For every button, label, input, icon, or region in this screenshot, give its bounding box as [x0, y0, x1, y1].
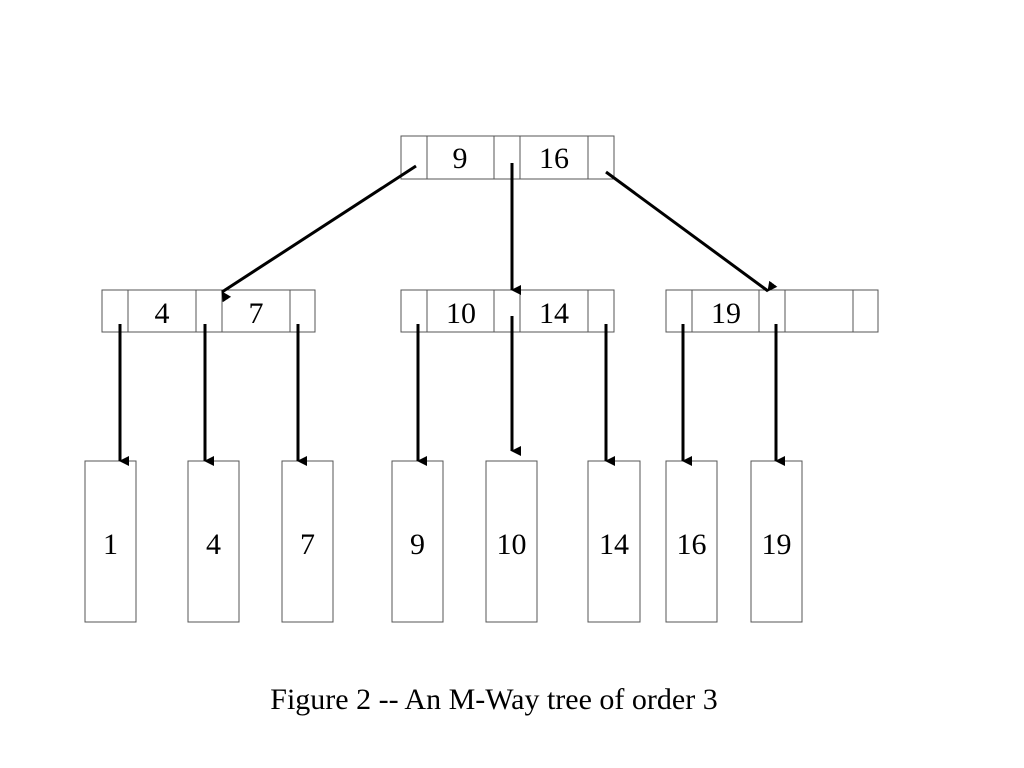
internal-node-2-frame — [400, 289, 615, 333]
internal-pointers — [118, 316, 785, 466]
root-node: 9 16 — [400, 135, 615, 180]
leaf-node-6: 14 — [587, 460, 641, 623]
figure-caption: Figure 2 -- An M-Way tree of order 3 — [270, 683, 718, 716]
leaf-key-5: 10 — [497, 528, 527, 561]
leaf-key-4: 9 — [410, 528, 425, 561]
root-pointer-3 — [605, 170, 778, 293]
internal-node-3-frame — [665, 289, 879, 333]
leaf-key-8: 19 — [762, 528, 792, 561]
leaf-node-3: 7 — [281, 460, 334, 623]
internal-node-2-key-1: 10 — [446, 297, 476, 330]
root-pointer-1 — [221, 164, 417, 303]
leaf-node-7: 16 — [665, 460, 718, 623]
leaf-node-1: 1 — [84, 460, 137, 623]
root-pointers — [221, 163, 778, 303]
internal-node-1-frame — [101, 289, 316, 333]
internal-node-2: 10 14 — [400, 289, 615, 333]
internal-node-1-key-2: 7 — [249, 297, 264, 330]
internal-node-3-key-1: 19 — [711, 297, 741, 330]
internal-node-1: 4 7 — [101, 289, 316, 333]
root-key-2: 16 — [539, 142, 569, 175]
leaf-node-2: 4 — [187, 460, 240, 623]
root-node-frame — [400, 135, 615, 180]
internal-node-1-key-1: 4 — [155, 297, 170, 330]
leaf-key-7: 16 — [677, 528, 707, 561]
leaf-node-4: 9 — [391, 460, 444, 623]
leaf-node-8: 19 — [750, 460, 803, 623]
leaf-key-6: 14 — [599, 528, 629, 561]
internal-node-3: 19 — [665, 289, 879, 333]
leaf-key-1: 1 — [103, 528, 118, 561]
root-key-1: 9 — [453, 142, 468, 175]
leaf-nodes: 1 4 7 9 10 14 — [84, 460, 803, 623]
leaf-node-5: 10 — [485, 460, 538, 623]
internal-node-2-key-2: 14 — [539, 297, 569, 330]
leaf-key-3: 7 — [300, 528, 315, 561]
leaf-key-2: 4 — [206, 528, 221, 561]
